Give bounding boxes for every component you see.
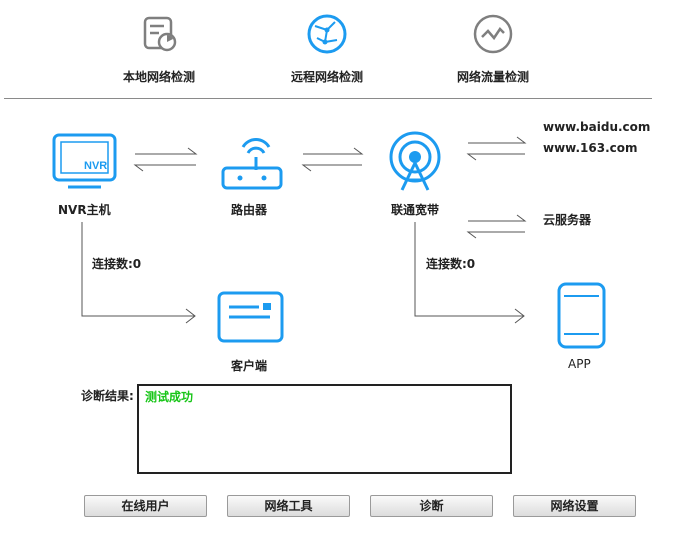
network-settings-button[interactable]: 网络设置 (513, 495, 636, 517)
header-divider (4, 98, 652, 99)
local-network-check-icon (143, 16, 177, 52)
network-tools-button[interactable]: 网络工具 (227, 495, 350, 517)
cloud-server-label: 云服务器 (543, 213, 592, 227)
elbow-connectors (81, 222, 525, 324)
app-phone-icon (557, 282, 606, 349)
site1-label: www.baidu.com (543, 120, 651, 134)
client-monitor-icon (217, 291, 284, 343)
nvr-router-arrow-in (133, 164, 196, 172)
broadband-antenna-icon (389, 131, 441, 191)
nvr-client-arrowhead (185, 308, 196, 324)
diagnosis-label: 诊断结果: (81, 389, 134, 403)
broadband-connection-count: 连接数:0 (426, 257, 476, 271)
broadband-internet-arrow-in (466, 153, 525, 161)
broadband-label: 联通宽带 (391, 203, 440, 217)
svg-text:NVR: NVR (84, 160, 107, 172)
bidirectional-arrows (133, 136, 527, 239)
tab-traffic-check-label: 网络流量检测 (456, 70, 529, 84)
tab-remote-network-check-label: 远程网络检测 (290, 70, 363, 84)
broadband-app-connector (414, 222, 524, 317)
broadband-cloud-arrow-in (466, 231, 525, 239)
online-users-button[interactable]: 在线用户 (84, 495, 207, 517)
app-label: APP (568, 357, 591, 371)
client-label: 客户端 (231, 359, 268, 373)
router-label: 路由器 (231, 203, 268, 217)
site2-label: www.163.com (543, 141, 638, 155)
tab-traffic-check[interactable]: 网络流量检测 (428, 12, 558, 92)
diagnosis-result-text: 测试成功 (145, 390, 194, 404)
traffic-chart-icon (473, 14, 513, 54)
broadband-internet-arrow-out (468, 136, 527, 144)
diagnosis-result-box: 测试成功 (137, 384, 512, 474)
nvr-label: NVR主机 (58, 203, 111, 217)
nvr-connection-count: 连接数:0 (92, 257, 142, 271)
remote-network-globe-icon (307, 14, 347, 54)
nvr-icon: NVR (52, 133, 117, 189)
tab-local-network-check[interactable]: 本地网络检测 (94, 12, 224, 92)
broadband-app-arrowhead (514, 308, 525, 324)
nvr-router-arrow-out (135, 147, 198, 155)
router-broadband-arrow-out (303, 147, 364, 155)
tab-remote-network-check[interactable]: 远程网络检测 (262, 12, 392, 92)
tab-local-network-check-label: 本地网络检测 (122, 70, 195, 84)
router-icon (221, 137, 283, 190)
diagnose-button[interactable]: 诊断 (370, 495, 493, 517)
nvr-client-connector (81, 222, 195, 317)
broadband-cloud-arrow-out (468, 214, 527, 222)
router-broadband-arrow-in (301, 164, 362, 172)
